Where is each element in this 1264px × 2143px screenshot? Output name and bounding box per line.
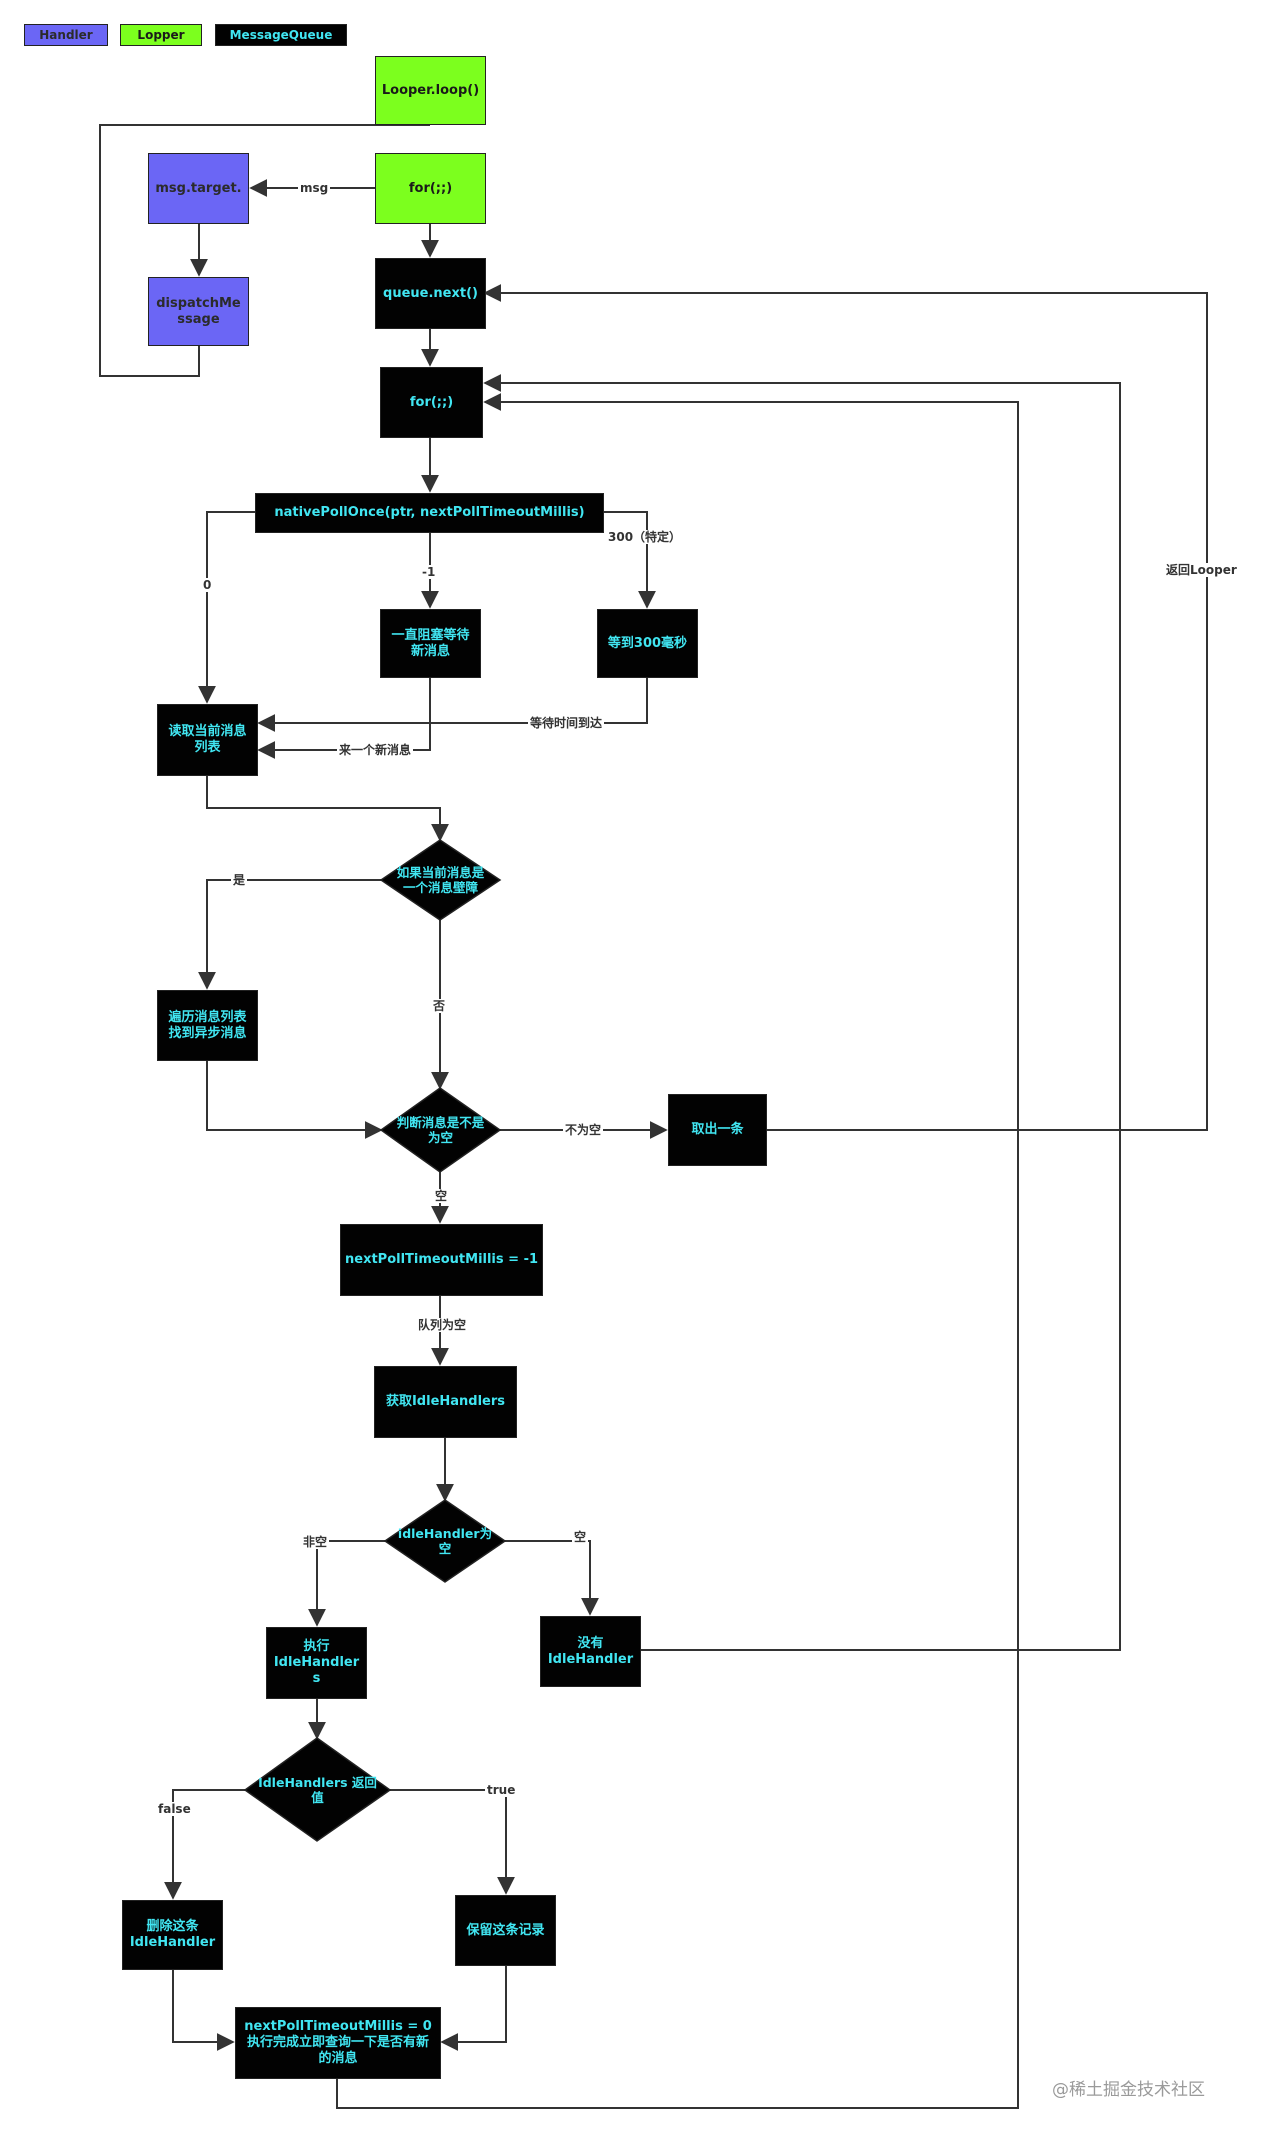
node-delete-record: 删除这条 IdleHandler	[122, 1900, 223, 1970]
edge-barrier-yes	[198, 879, 381, 990]
legend-lopper: Lopper	[120, 24, 202, 46]
edge-label-non-empty: 非空	[301, 1535, 330, 1549]
edge-return-true	[390, 1789, 515, 1895]
node-msg-target: msg.target.	[148, 153, 249, 224]
edge-block-to-read	[257, 678, 431, 759]
edge-label-minus-one: -1	[420, 565, 438, 579]
edge-label-false: false	[156, 1802, 193, 1816]
node-set-minus-one: nextPollTimeoutMillis = -1	[340, 1224, 543, 1296]
node-wait-300: 等到300毫秒	[597, 609, 698, 678]
edge-traverse-to-empty	[206, 1061, 383, 1139]
diamond-is-empty	[379, 1087, 502, 1173]
node-take-one: 取出一条	[668, 1094, 767, 1166]
edge-label-not-empty: 不为空	[563, 1123, 604, 1137]
node-block-wait: 一直阻塞等待 新消息	[380, 609, 481, 678]
node-keep-record: 保留这条记录	[455, 1895, 556, 1966]
edge-label-empty2: 空	[572, 1530, 589, 1544]
edge-label-zero: 0	[201, 578, 214, 592]
edge-poll-0	[198, 511, 255, 704]
diamond-idle-empty	[383, 1499, 507, 1583]
edge-idle-nonempty	[308, 1540, 385, 1627]
edge-label-queue-empty: 队列为空	[416, 1318, 469, 1332]
edge-idle-empty	[505, 1540, 599, 1616]
edge-delete-to-zero	[172, 1970, 235, 2051]
node-get-idle: 获取IdleHandlers	[374, 1366, 517, 1438]
node-for-outer: for(;;)	[375, 153, 486, 224]
node-dispatch-message: dispatchMe ssage	[148, 277, 249, 346]
edge-take-to-next	[483, 284, 1208, 1131]
diamond-idle-return	[243, 1737, 392, 1842]
legend-message-queue: MessageQueue	[215, 24, 347, 46]
edge-label-300: 300（特定）	[606, 530, 684, 544]
edge-label-new-message: 来一个新消息	[337, 743, 414, 757]
edge-label-yes: 是	[231, 873, 248, 887]
edge-keep-to-zero	[440, 1966, 507, 2051]
node-no-idle: 没有 IdleHandler	[540, 1616, 641, 1687]
edge-label-true: true	[485, 1783, 518, 1797]
node-queue-next: queue.next()	[375, 258, 486, 329]
edge-zero-to-for	[336, 393, 1019, 2109]
node-native-poll-once: nativePollOnce(ptr, nextPollTimeoutMilli…	[255, 493, 604, 533]
edge-label-empty: 空	[433, 1189, 450, 1203]
edge-read-to-barrier	[206, 776, 449, 842]
edge-label-msg: msg	[298, 181, 331, 195]
edge-noidle-to-for	[483, 374, 1121, 1651]
node-traverse: 遍历消息列表 找到异步消息	[157, 990, 258, 1061]
edge-return-false	[164, 1789, 245, 1900]
edge-300-to-read	[257, 678, 648, 732]
diamond-barrier	[379, 839, 502, 921]
edge-dispatch-loopback	[99, 124, 430, 377]
node-exec-idle: 执行 IdleHandler s	[266, 1627, 367, 1699]
node-set-zero: nextPollTimeoutMillis = 0 执行完成立即查询一下是否有新…	[235, 2007, 441, 2079]
edge-label-no: 否	[431, 999, 448, 1013]
legend-handler: Handler	[24, 24, 108, 46]
node-for-inner: for(;;)	[380, 367, 483, 438]
edge-label-wait-arrived: 等待时间到达	[528, 716, 605, 730]
node-read-current: 读取当前消息 列表	[157, 704, 258, 776]
watermark: @稀土掘金技术社区	[1052, 2080, 1205, 2100]
edge-poll-300	[604, 511, 656, 609]
edge-label-return-looper: 返回Looper	[1164, 563, 1239, 577]
node-looper-loop: Looper.loop()	[375, 56, 486, 125]
